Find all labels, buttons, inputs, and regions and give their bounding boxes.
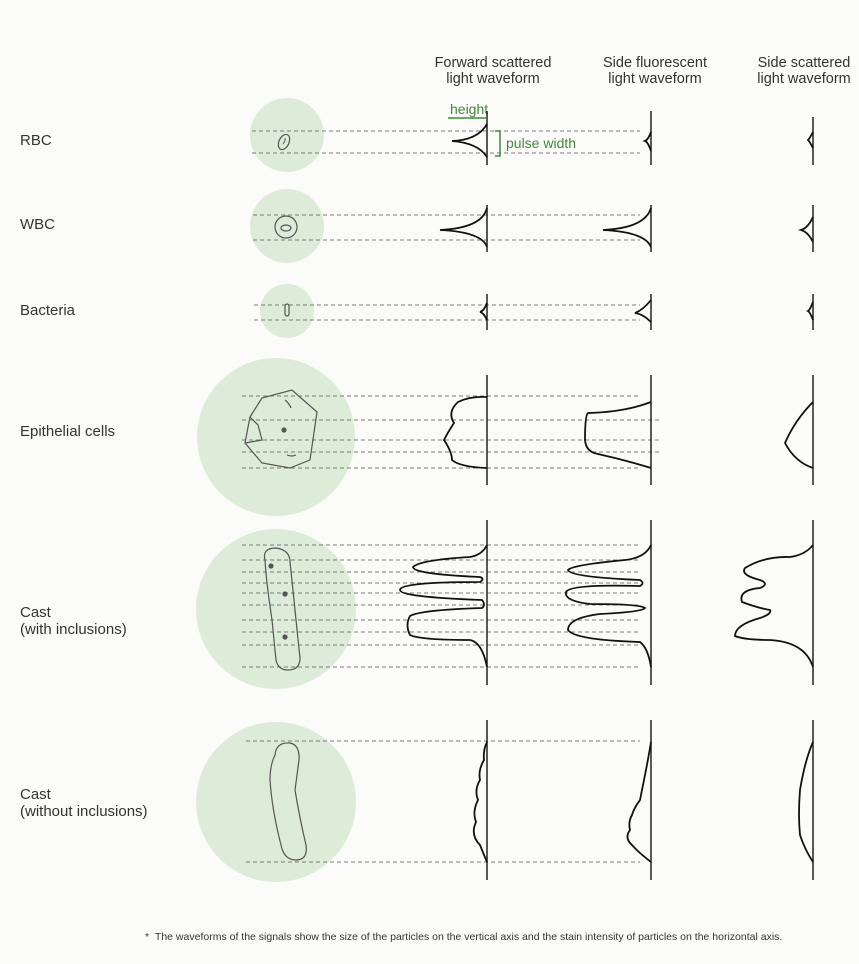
rbc-fluorescent-waveform <box>645 132 651 151</box>
wbc-fluorescent-waveform <box>603 208 651 247</box>
cast-without-forward-waveform <box>474 742 487 862</box>
epithelial-forward-waveform <box>444 397 487 468</box>
cast-with-fluorescent-waveform <box>566 545 651 667</box>
bacteria-circle <box>260 284 314 338</box>
wbc-forward-waveform <box>440 208 487 247</box>
cast-without-fluorescent-waveform <box>627 742 651 862</box>
bacteria-fluorescent-waveform <box>635 300 651 322</box>
wbc-sidescatter-waveform <box>801 217 813 242</box>
footnote: * The waveforms of the signals show the … <box>145 931 835 943</box>
bacteria-forward-waveform <box>480 303 487 320</box>
epithelial-sidescatter-waveform <box>785 402 813 468</box>
particle-circles <box>196 98 356 882</box>
cast-without-inclusions-circle <box>196 722 356 882</box>
cast-without-sidescatter-waveform <box>799 742 813 862</box>
wbc-circle <box>250 189 324 263</box>
epithelial-fluorescent-waveform <box>585 402 651 468</box>
rbc-forward-waveform <box>452 124 487 157</box>
epithelial-circle <box>197 358 355 516</box>
footnote-text: The waveforms of the signals show the si… <box>155 931 782 943</box>
footnote-bullet: * <box>145 931 155 943</box>
waveforms <box>400 124 813 862</box>
cast-with-inclusions-circle <box>196 529 356 689</box>
cast-with-forward-waveform <box>400 545 487 667</box>
pulse-width-bracket <box>495 131 500 156</box>
waveform-baselines <box>487 111 813 880</box>
cast-with-sidescatter-waveform <box>735 545 813 667</box>
